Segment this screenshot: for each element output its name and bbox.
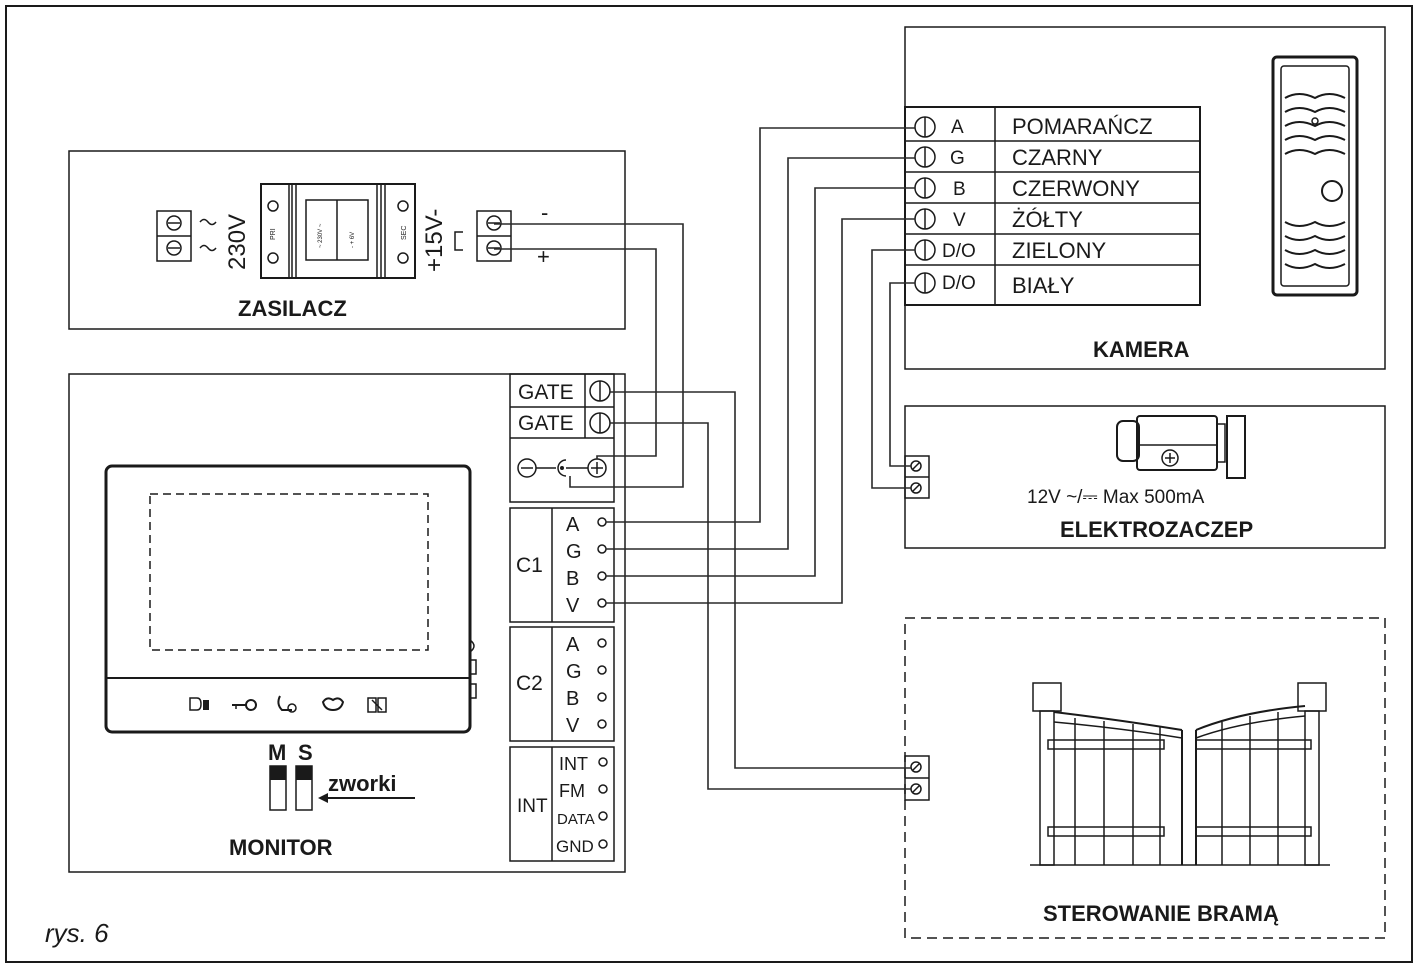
monitor-view-icon xyxy=(367,697,387,713)
camera-button-icon xyxy=(1321,180,1343,202)
c2-pin-b: B xyxy=(566,688,579,710)
strike-terminal xyxy=(904,455,930,499)
door-bell-icon xyxy=(189,697,209,711)
int-pin-gnd: GND xyxy=(556,837,594,856)
camera-wire-white: BIAŁY xyxy=(1012,273,1075,298)
minus-label: - xyxy=(541,200,548,225)
power-supply-box: 230V PRI SEC ~ 230V ~ - + 6V +15V- xyxy=(68,150,626,330)
camera-terminal-screws xyxy=(914,116,936,294)
int-pin-int: INT xyxy=(559,754,588,774)
camera-wire-green: ZIELONY xyxy=(1012,238,1106,263)
output-voltage-label: +15V- xyxy=(421,209,448,272)
jumpers: M S zworki xyxy=(268,740,415,811)
camera-wire-red: CZERWONY xyxy=(1012,176,1140,201)
wire-gate-2 xyxy=(610,422,911,790)
electric-strike-box: 12V ~/⎓ Max 500mA ELEKTROZACZEP xyxy=(904,405,1386,549)
c2-pin-g: G xyxy=(566,661,582,683)
int-pin-data: DATA xyxy=(557,811,595,828)
monitor-device xyxy=(104,464,477,734)
electric-strike-spec: 12V ~/⎓ Max 500mA xyxy=(1027,487,1205,508)
mains-terminal xyxy=(156,210,217,262)
wire-c1-v xyxy=(606,218,915,604)
c2-pin-a: A xyxy=(566,634,580,656)
electric-strike-title: ELEKTROZACZEP xyxy=(1060,517,1253,542)
camera-pin-do2: D/O xyxy=(942,273,976,294)
camera-wire-yellow: ŻÓŁTY xyxy=(1012,207,1083,232)
wire-c1-g xyxy=(606,157,915,550)
camera-title: KAMERA xyxy=(1093,337,1190,362)
gate-terminal xyxy=(904,755,930,801)
camera-pin-b: B xyxy=(953,179,966,200)
camera-box: A G B V D/O D/O POMARAŃCZ CZARNY CZERWON… xyxy=(904,26,1386,370)
monitor-terminal-block: GATE GATE C1 A G B V xyxy=(509,373,615,862)
figure-label: rys. 6 xyxy=(45,918,109,948)
camera-unit xyxy=(1271,55,1359,297)
power-module: PRI SEC ~ 230V ~ - + 6V xyxy=(260,183,416,279)
int-pin-fm: FM xyxy=(559,781,585,801)
c1-pin-b: B xyxy=(566,568,579,590)
camera-pin-g: G xyxy=(950,148,965,169)
int-label: INT xyxy=(517,796,548,817)
gate-terminal-1: GATE xyxy=(518,381,574,404)
camera-wire-orange: POMARAŃCZ xyxy=(1012,114,1153,139)
module-sec-label: SEC xyxy=(401,226,408,240)
electric-strike-icon xyxy=(1116,415,1246,479)
call-transfer-icon xyxy=(321,697,345,712)
wire-do2 xyxy=(889,282,915,467)
jumpers-label: zworki xyxy=(328,771,396,796)
power-supply-title: ZASILACZ xyxy=(238,296,347,321)
gate-control-title: STEROWANIE BRAMĄ xyxy=(1043,901,1279,926)
camera-pin-v: V xyxy=(953,210,966,231)
module-pri-label: PRI xyxy=(270,228,277,240)
c1-pin-a: A xyxy=(566,514,580,536)
wire-gate-1 xyxy=(610,391,911,769)
camera-pin-do1: D/O xyxy=(942,241,976,262)
jumper-m-label: M xyxy=(268,740,286,765)
module-out-label: - + 6V xyxy=(350,232,356,248)
wire-psu-minus xyxy=(494,223,684,488)
gate-icon xyxy=(1030,682,1330,866)
wire-c1-b xyxy=(606,187,915,577)
gate-terminal-2: GATE xyxy=(518,412,574,435)
intercom-icon xyxy=(277,695,297,713)
monitor-title: MONITOR xyxy=(229,835,333,860)
c2-label: C2 xyxy=(516,672,543,695)
dc-input-symbol xyxy=(517,458,607,478)
c1-pin-g: G xyxy=(566,541,582,563)
wire-do1 xyxy=(871,249,915,489)
c1-label: C1 xyxy=(516,554,543,577)
camera-wire-black: CZARNY xyxy=(1012,145,1103,170)
outer-frame xyxy=(5,5,1413,963)
jumper-s-label: S xyxy=(298,740,313,765)
gate-control-box: STEROWANIE BRAMĄ xyxy=(904,617,1386,939)
input-voltage-label: 230V xyxy=(224,214,251,270)
monitor-screen xyxy=(149,493,429,651)
module-in-label: ~ 230V ~ xyxy=(318,223,324,248)
plus-label: + xyxy=(537,244,550,269)
c2-pin-v: V xyxy=(566,715,580,737)
wire-psu-plus xyxy=(494,248,657,459)
dc-output-terminal xyxy=(476,210,512,262)
camera-pin-a: A xyxy=(951,117,964,138)
key-icon xyxy=(232,699,257,711)
monitor-box: M S zworki MONITOR GATE GATE xyxy=(68,373,626,873)
c1-pin-v: V xyxy=(566,595,580,617)
wiring xyxy=(494,127,915,790)
wire-c1-a xyxy=(606,127,915,523)
